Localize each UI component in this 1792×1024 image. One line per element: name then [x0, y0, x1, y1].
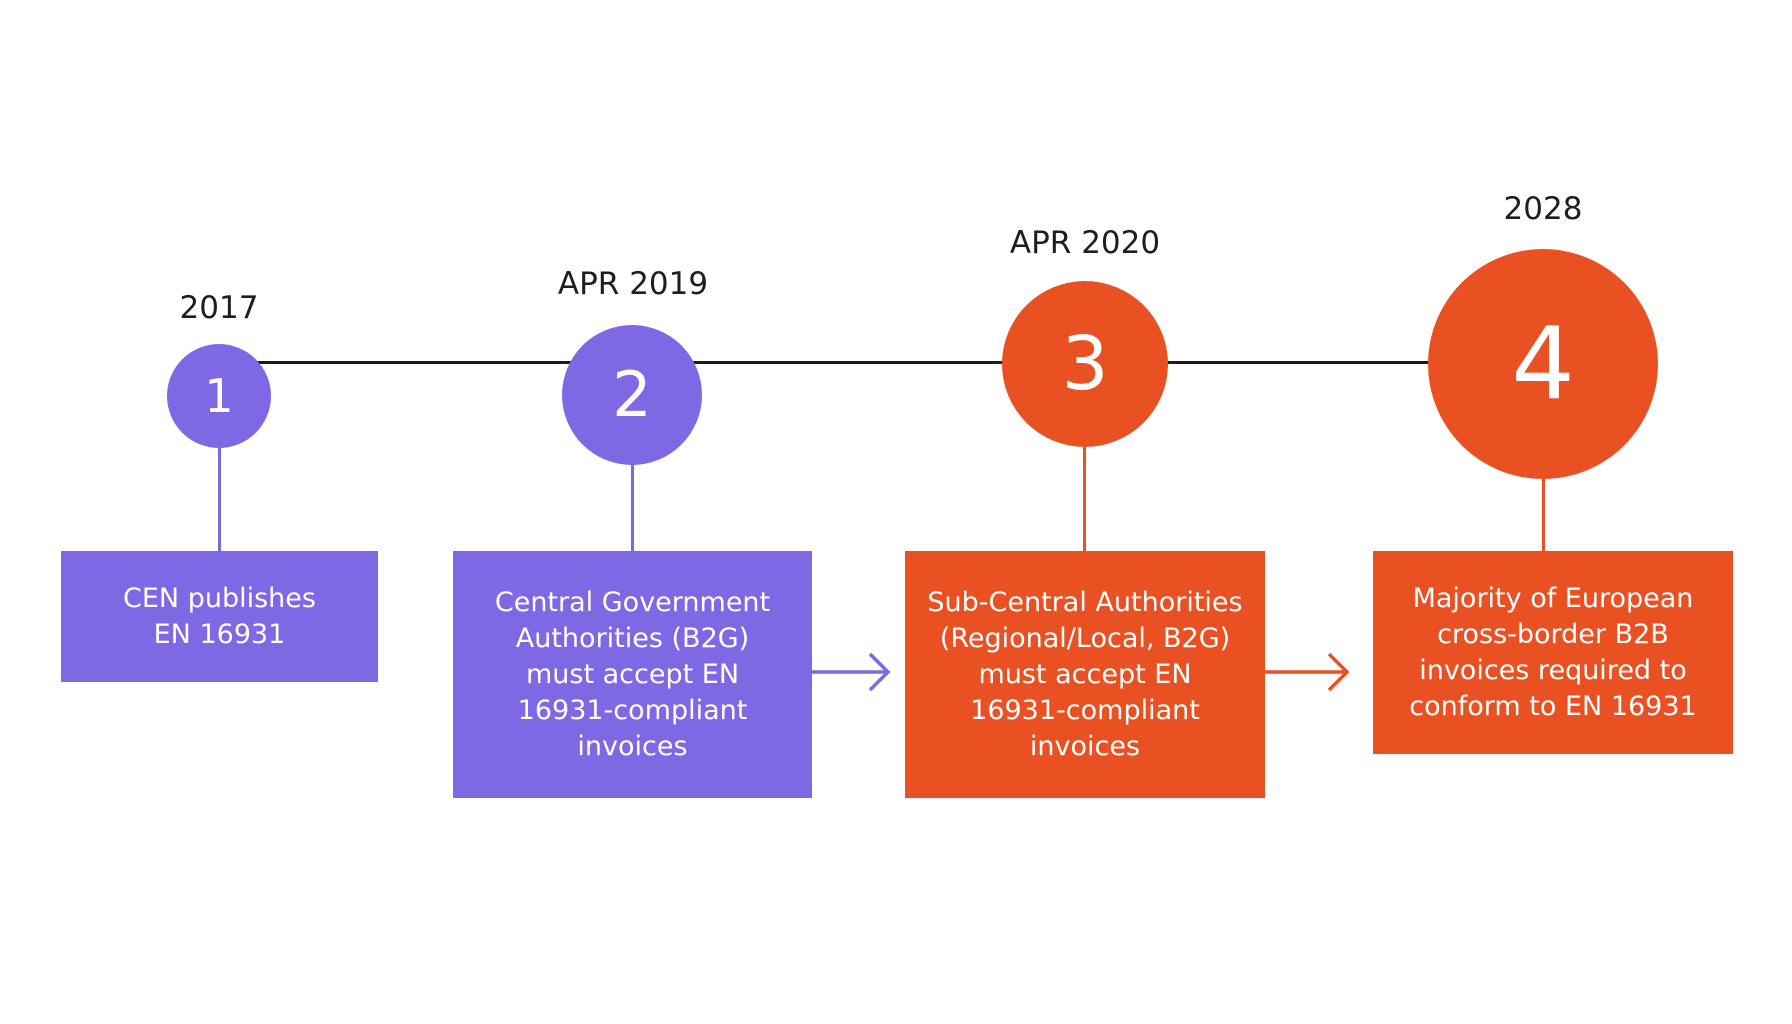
- milestone-2-box: Central Government Authorities (B2G) mus…: [453, 551, 812, 798]
- milestone-4-number: 4: [1511, 305, 1575, 422]
- milestone-1-box: CEN publishes EN 16931: [61, 551, 378, 682]
- milestone-3-year: APR 2020: [1009, 225, 1161, 261]
- milestone-4-connector: [1542, 470, 1545, 552]
- milestone-3-connector: [1083, 440, 1086, 552]
- milestone-4-description: Majority of European cross-border B2B in…: [1409, 582, 1697, 722]
- milestone-4-year: 2028: [1503, 191, 1583, 227]
- milestone-1-description: CEN publishes EN 16931: [123, 582, 316, 650]
- timeline-axis: [218, 361, 1548, 364]
- milestone-3-box: Sub-Central Authorities (Regional/Local,…: [905, 551, 1265, 798]
- milestone-3-circle: 3: [1002, 281, 1168, 447]
- milestone-1-connector: [218, 445, 221, 552]
- milestone-1-circle: 1: [167, 344, 271, 448]
- milestone-2-description: Central Government Authorities (B2G) mus…: [494, 586, 771, 762]
- arrow-right-icon: [1265, 652, 1350, 692]
- milestone-1-number: 1: [204, 369, 234, 423]
- milestone-2-year: APR 2019: [557, 266, 709, 302]
- milestone-4-box: Majority of European cross-border B2B in…: [1373, 551, 1733, 754]
- milestone-1-year: 2017: [179, 290, 259, 326]
- milestone-3-number: 3: [1061, 321, 1109, 407]
- milestone-2-connector: [631, 460, 634, 552]
- milestone-3-description: Sub-Central Authorities (Regional/Local,…: [927, 586, 1243, 762]
- milestone-4-circle: 4: [1428, 249, 1658, 479]
- arrow-right-icon: [812, 652, 891, 692]
- milestone-2-number: 2: [612, 358, 652, 431]
- milestone-2-circle: 2: [562, 325, 702, 465]
